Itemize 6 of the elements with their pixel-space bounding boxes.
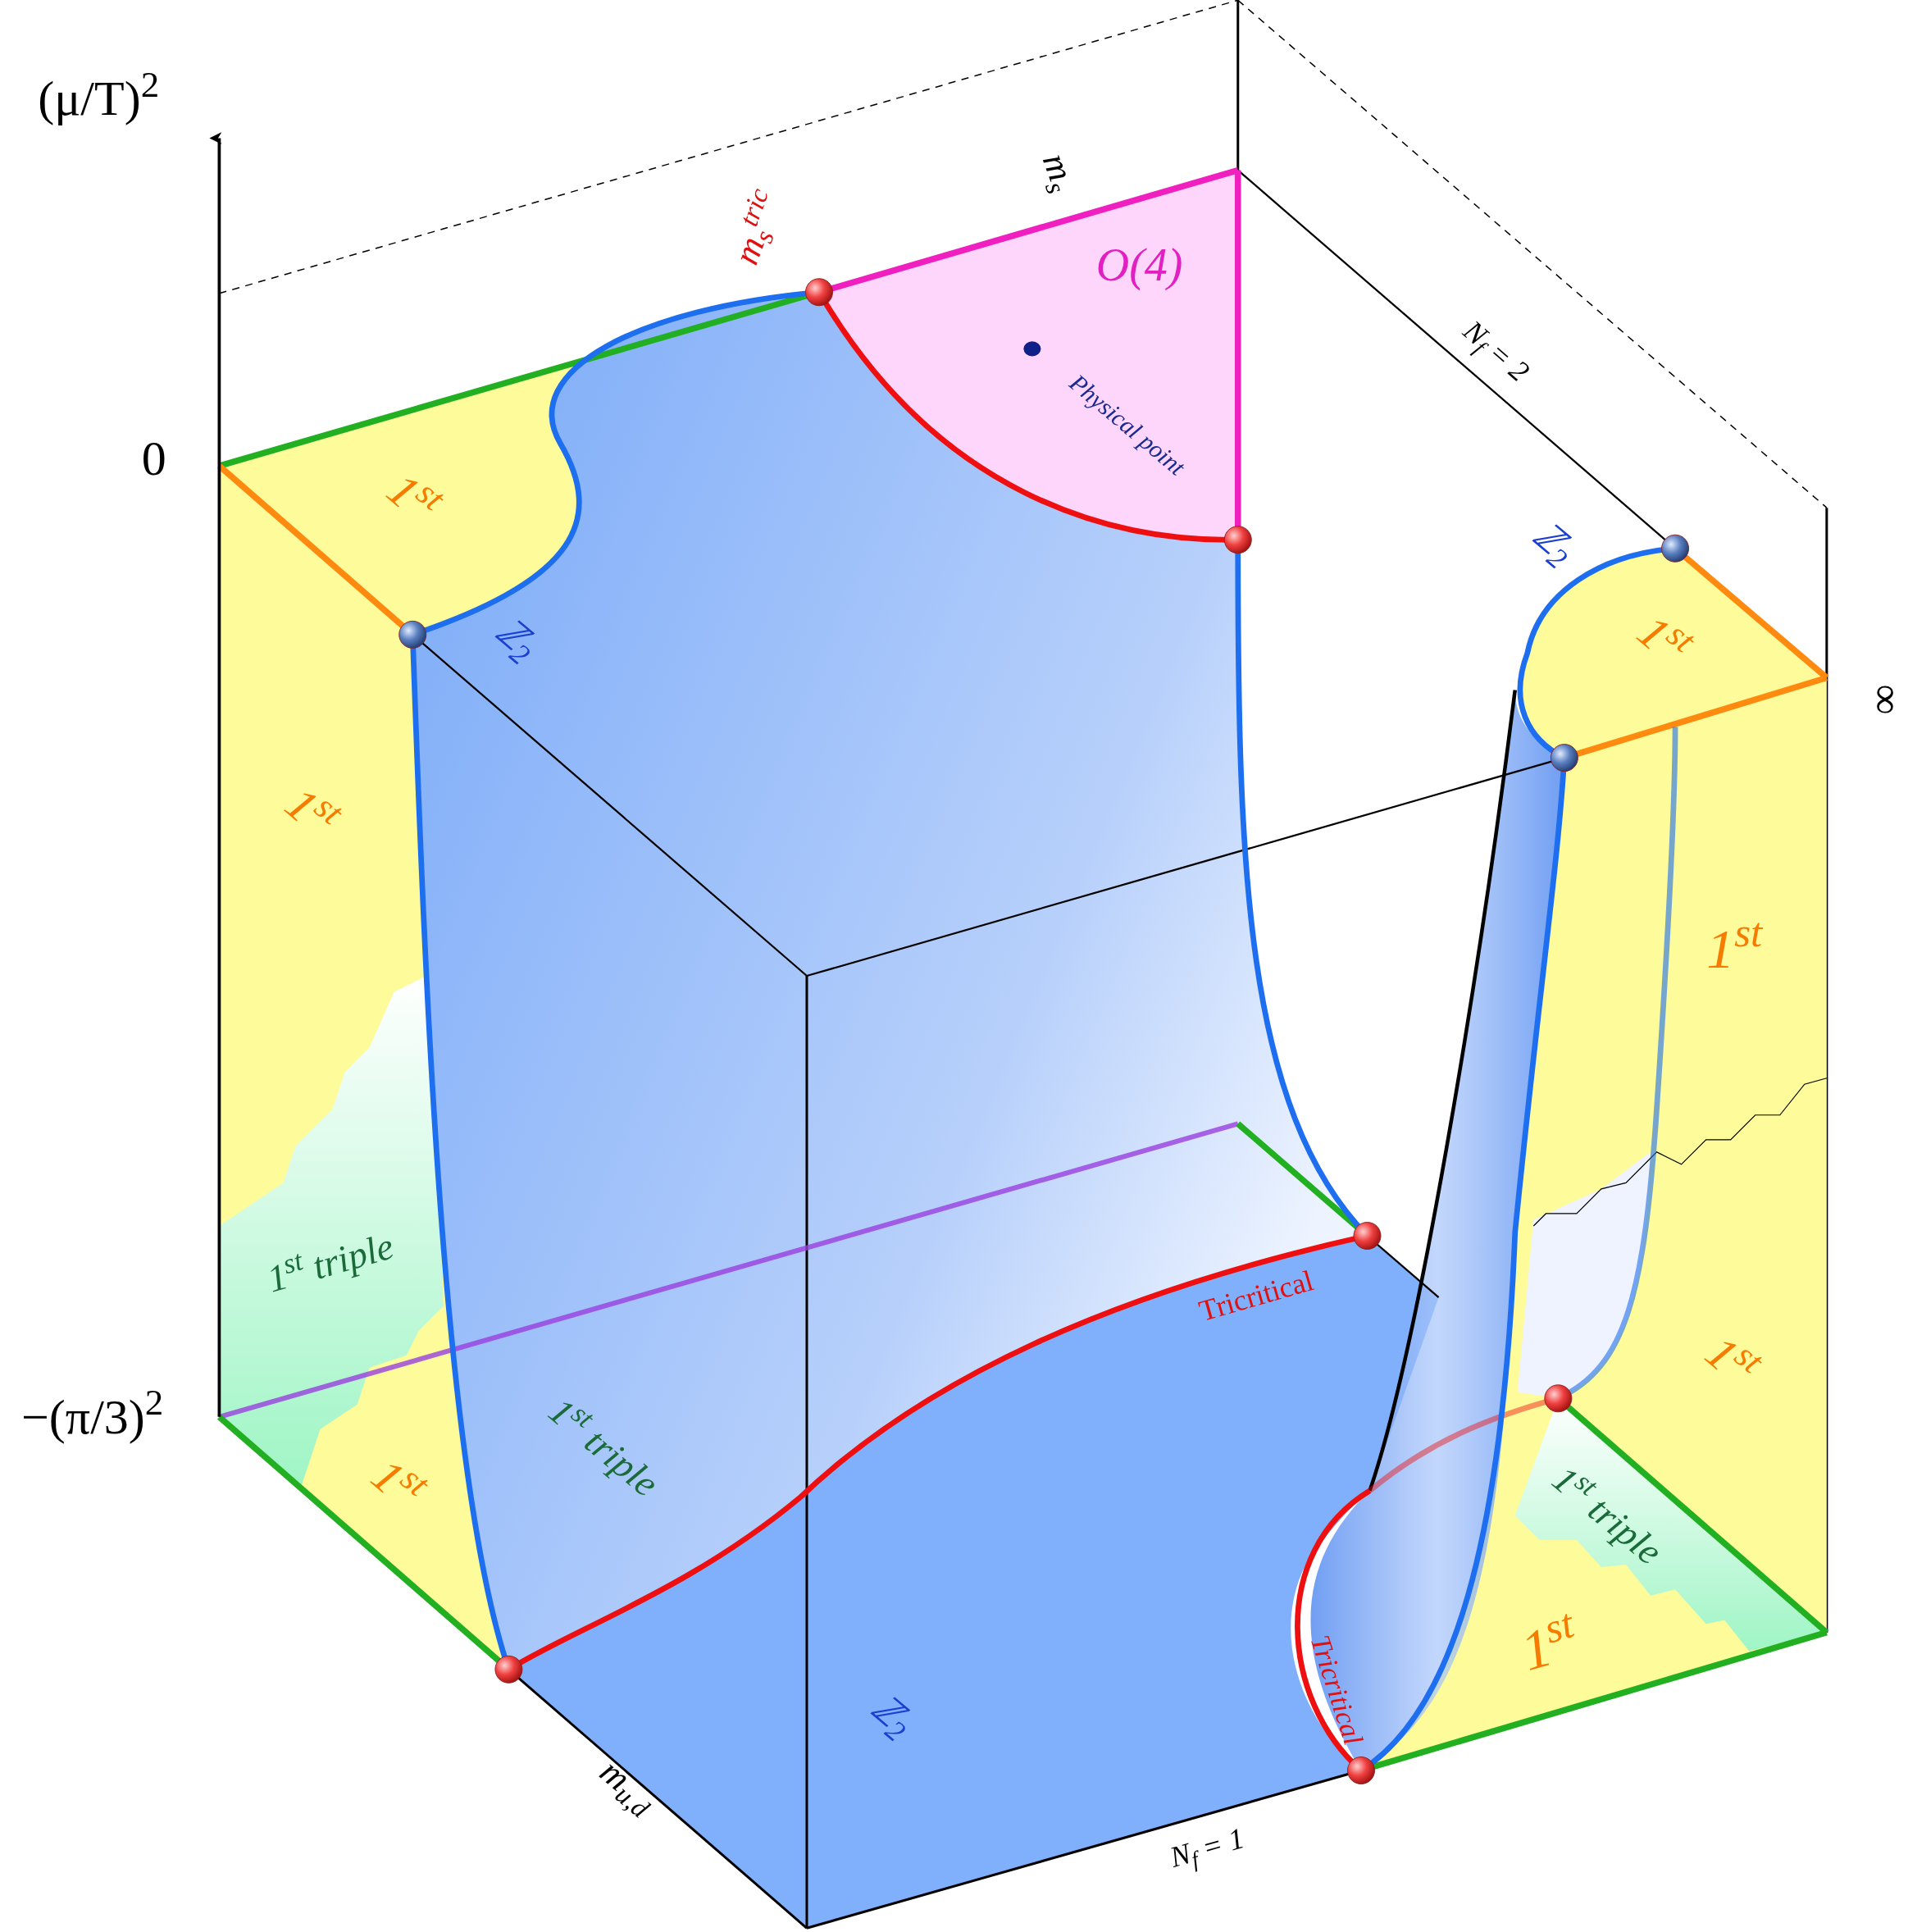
region-label: 1$^{st}$ triple	[262, 1227, 398, 1299]
curve-label: Tricritical	[1195, 1265, 1317, 1327]
region-label: 1$^{st}$	[1706, 920, 1763, 977]
tick-label: 0	[141, 433, 166, 483]
axis-label: (μ/T)$^{2}$	[38, 74, 160, 124]
tick-label: ∞	[1865, 684, 1908, 715]
